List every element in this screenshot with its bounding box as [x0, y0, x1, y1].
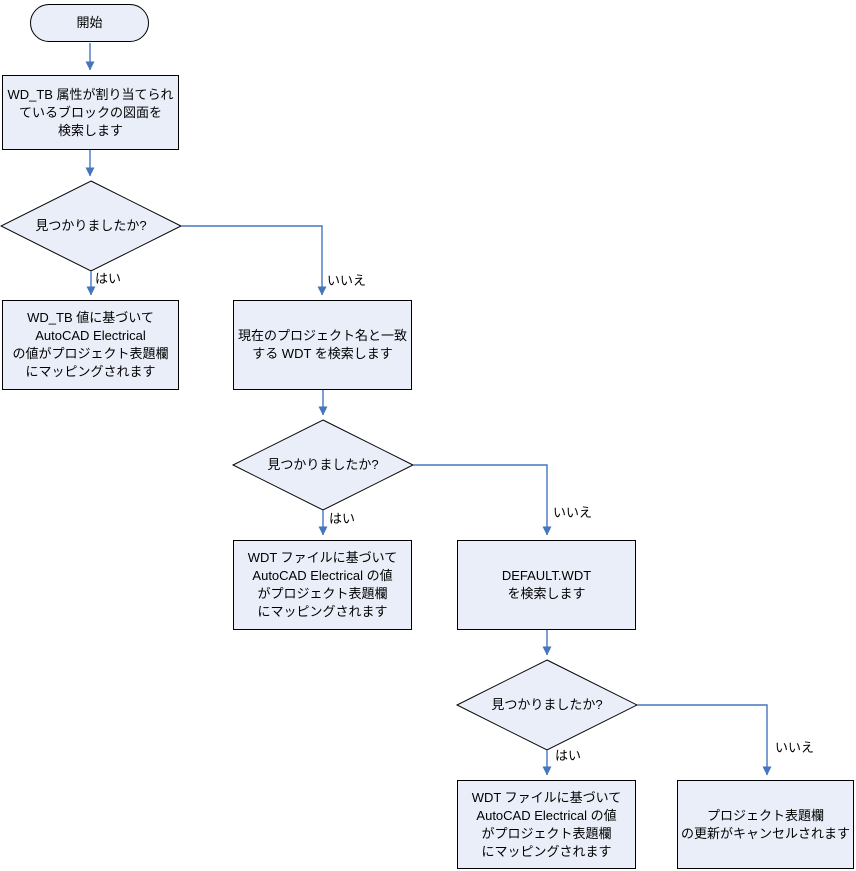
decision-found-1-shape [0, 180, 183, 272]
process-search-project-wdt: 現在のプロジェクト名と一致 する WDT を検索します [233, 300, 412, 390]
edge-label-yes-2: はい [329, 511, 356, 526]
decision-found-3-shape [455, 659, 639, 751]
edge-label-no-1: いいえ [327, 273, 367, 288]
process-map-wdt-file-1: WDT ファイルに基づいて AutoCAD Electrical の値 がプロジ… [233, 540, 412, 630]
decision-found-2-shape [231, 419, 415, 511]
process-search-wdtb-drawings: WD_TB 属性が割り当てられ ているブロックの図面を 検索します [2, 75, 179, 150]
process-update-cancelled: プロジェクト表題欄 の更新がキャンセルされます [677, 780, 854, 869]
edge-found2-no [413, 464, 552, 536]
process-map-wdt-file-2: WDT ファイルに基づいて AutoCAD Electrical の値 がプロジ… [457, 780, 636, 869]
edge-label-no-3: いいえ [775, 740, 815, 755]
edge-label-yes-1: はい [95, 271, 122, 286]
process-search-default-wdt: DEFAULT.WDT を検索します [457, 540, 636, 630]
edge-found1-no [181, 225, 327, 296]
start-node: 開始 [30, 4, 149, 42]
edge-label-no-2: いいえ [553, 505, 593, 520]
edge-label-yes-3: はい [555, 748, 582, 763]
process-map-wdtb-value: WD_TB 値に基づいて AutoCAD Electrical の値がプロジェク… [2, 300, 179, 390]
edge-found3-no [637, 704, 772, 776]
